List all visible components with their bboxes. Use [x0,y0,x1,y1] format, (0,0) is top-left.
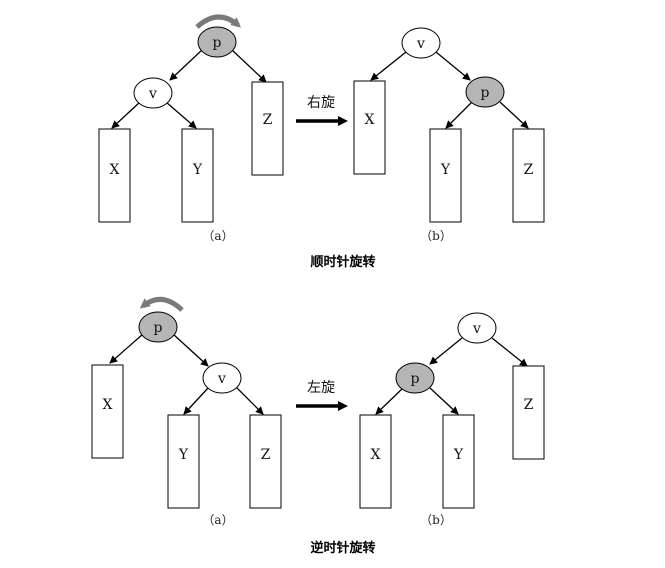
node-v [401,27,441,59]
subtree-y-label: Y [192,162,203,178]
top-transform-arrow: 右旋 [296,95,348,126]
subfig-a-label: （a） [202,229,233,243]
node-p-label: p [481,85,490,101]
node-v-label: v [148,86,157,102]
subtree-y-label: Y [453,447,464,463]
subtree-x [359,414,392,509]
edge-v-x [111,101,141,129]
top-right-tree: v p X Y Z （b） [353,27,545,243]
subtree-y [442,414,475,509]
edge-p-v [172,333,209,367]
subtree-y-label: Y [440,162,451,178]
subtree-x [353,80,386,175]
left-rotate-label: 左旋 [307,380,335,396]
counterclockwise-rotate-icon [139,297,184,312]
node-v-label: v [472,321,481,337]
subtree-z [512,365,545,460]
subtree-y [429,128,462,223]
edge-p-y [445,101,473,129]
edge-v-z [491,337,528,367]
subtree-x [98,128,131,223]
top-left-tree: p v X Y Z （a） [98,14,284,243]
subfig-b-label: （b） [420,513,452,527]
clockwise-rotate-icon [195,14,242,29]
node-v-label: v [217,371,226,387]
right-arrow-head-icon [338,116,348,126]
subfig-a-label: （a） [202,513,233,527]
subtree-z-label: Z [261,447,271,463]
subtree-x [91,364,124,459]
node-p [138,311,178,343]
edge-p-x [375,387,404,415]
edge-v-y [165,101,197,129]
right-rotate-label: 右旋 [307,95,335,111]
subtree-z-label: Z [263,112,273,128]
subtree-y-label: Y [178,447,189,463]
edge-v-x [370,51,407,81]
subtree-y [181,128,214,223]
counterclockwise-caption: 逆时针旋转 [310,540,375,556]
subtree-y [167,414,200,509]
edge-p-x [109,333,144,364]
subtree-x-label: X [110,162,120,178]
subtree-x-label: X [365,112,375,128]
subfig-b-label: （b） [420,229,452,243]
bottom-right-tree: v p X Y Z （b） [359,312,545,527]
node-v [133,77,173,109]
edge-v-z [235,386,264,415]
node-p [465,76,505,108]
edge-v-p [435,51,471,81]
subtree-z-label: Z [524,162,534,178]
subtree-x-label: X [103,397,113,413]
node-p-label: p [154,320,163,336]
node-p-label: p [213,35,222,51]
subtree-z-label: Z [524,397,534,413]
bottom-left-tree: p v X Y Z （a） [91,297,282,527]
right-arrow-head-icon [338,401,348,411]
node-p [395,362,435,394]
edge-p-z [499,101,529,129]
subtree-z [251,81,284,176]
node-v-label: v [416,36,425,52]
edge-p-y [429,387,459,415]
edge-v-y [183,386,210,415]
edge-v-p [429,337,463,365]
node-v [202,362,242,394]
bottom-transform-arrow: 左旋 [296,380,348,411]
node-p-label: p [411,371,420,387]
clockwise-caption: 顺时针旋转 [310,254,375,270]
edge-p-z [231,49,267,83]
node-p [197,26,237,58]
subtree-z [249,414,282,509]
subtree-z [512,128,545,223]
node-v [457,312,497,344]
edge-p-v [169,49,203,81]
subtree-x-label: X [371,447,381,463]
